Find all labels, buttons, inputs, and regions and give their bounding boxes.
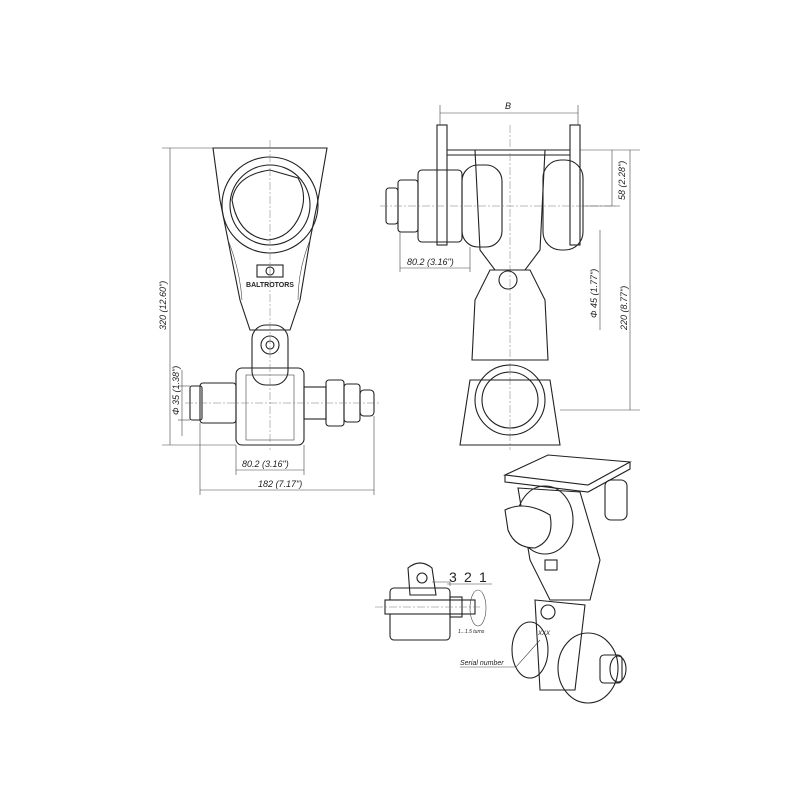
fork-width-dimension-side: 80.2 (3.16") [407, 257, 454, 267]
detail-view: 3 2 1 1...1.5 turns [375, 562, 492, 641]
callout-1: 1 [479, 569, 487, 585]
baltrotors-logo: BALTROTORS [246, 264, 294, 289]
serial-mark: XXX [537, 631, 551, 637]
serial-number-label: Serial number [460, 660, 504, 667]
fork-width-dimension: 80.2 (3.16") [242, 459, 289, 469]
height-dimension: 320 (12.60") [158, 281, 168, 330]
shaft-diameter-dimension: Φ 45 (1.77") [589, 269, 599, 318]
logo-text: BALTROTORS [246, 282, 294, 289]
offset-dimension: 58 (2.28") [617, 161, 627, 200]
overall-width-dimension: 182 (7.17") [258, 479, 302, 489]
front-view: BALTROTORS 320 (12.60") Φ 35 (1.38") 80.… [158, 140, 380, 495]
height-dimension-side: 220 (8.77") [619, 286, 629, 331]
side-view: B 58 (2.28") 220 (8.77") Φ 45 (1.77") 80… [380, 101, 640, 450]
callout-3: 3 [449, 569, 457, 585]
plate-width-dimension: B [505, 101, 511, 111]
iso-view: XXX Serial number [460, 454, 632, 704]
turns-note: 1...1.5 turns [458, 629, 485, 635]
callout-2: 2 [464, 569, 472, 585]
pin-diameter-dimension: Φ 35 (1.38") [171, 366, 181, 415]
